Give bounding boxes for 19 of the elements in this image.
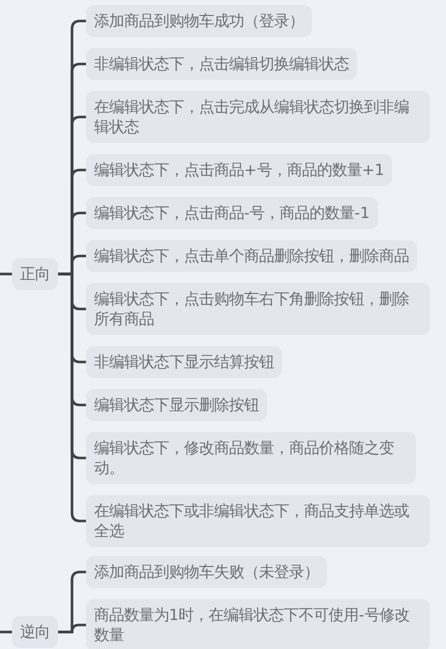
topic-box: 编辑状态下，点击商品-号，商品的数量-1 <box>86 197 378 229</box>
topic-box: 逆向 <box>12 616 58 648</box>
topic-box: 编辑状态下，点击单个商品删除按钮，删除商品 <box>86 240 417 272</box>
topic-box: 添加商品到购物车失败（未登录） <box>86 556 327 588</box>
connector-line <box>0 272 12 276</box>
topic-box: 商品数量为1时，在编辑状态下不可使用-号修改数量 <box>86 599 430 649</box>
topic-box: 在编辑状态下或非编辑状态下，商品支持单选或全选 <box>86 495 430 547</box>
topic-box: 非编辑状态下显示结算按钮 <box>86 346 282 378</box>
topic-box: 正向 <box>12 258 58 290</box>
topic-box: 编辑状态下，点击商品+号，商品的数量+1 <box>86 154 392 186</box>
topic-box: 编辑状态下，点击购物车右下角删除按钮，删除所有商品 <box>86 283 430 335</box>
topic-box: 在编辑状态下，点击完成从编辑状态切换到非编辑状态 <box>86 91 430 143</box>
topic-box: 编辑状态下显示删除按钮 <box>86 389 267 421</box>
topic-box: 添加商品到购物车成功（登录） <box>86 5 312 37</box>
connector-line <box>58 624 86 634</box>
connector-line <box>0 630 12 634</box>
connector-line <box>58 272 86 522</box>
topic-box: 编辑状态下，修改商品数量，商品价格随之变动。 <box>86 432 416 484</box>
topic-box: 非编辑状态下，点击编辑切换编辑状态 <box>86 48 357 80</box>
